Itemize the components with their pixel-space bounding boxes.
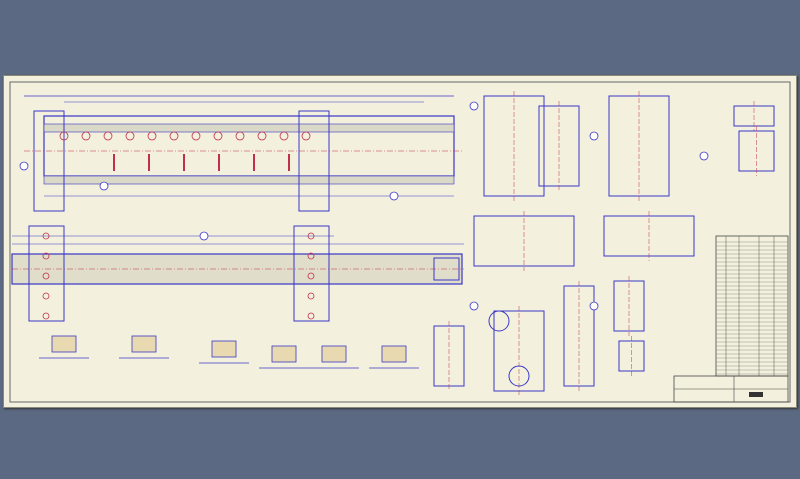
beam-elevation-view [24, 95, 464, 212]
beam-plan-view [11, 225, 464, 322]
title-block [673, 375, 789, 403]
section-details [19, 91, 775, 396]
drawing-frame [9, 81, 791, 403]
drawing-sheet[interactable] [3, 75, 797, 408]
technical-drawing [9, 81, 791, 403]
parts-list-table [715, 235, 789, 377]
